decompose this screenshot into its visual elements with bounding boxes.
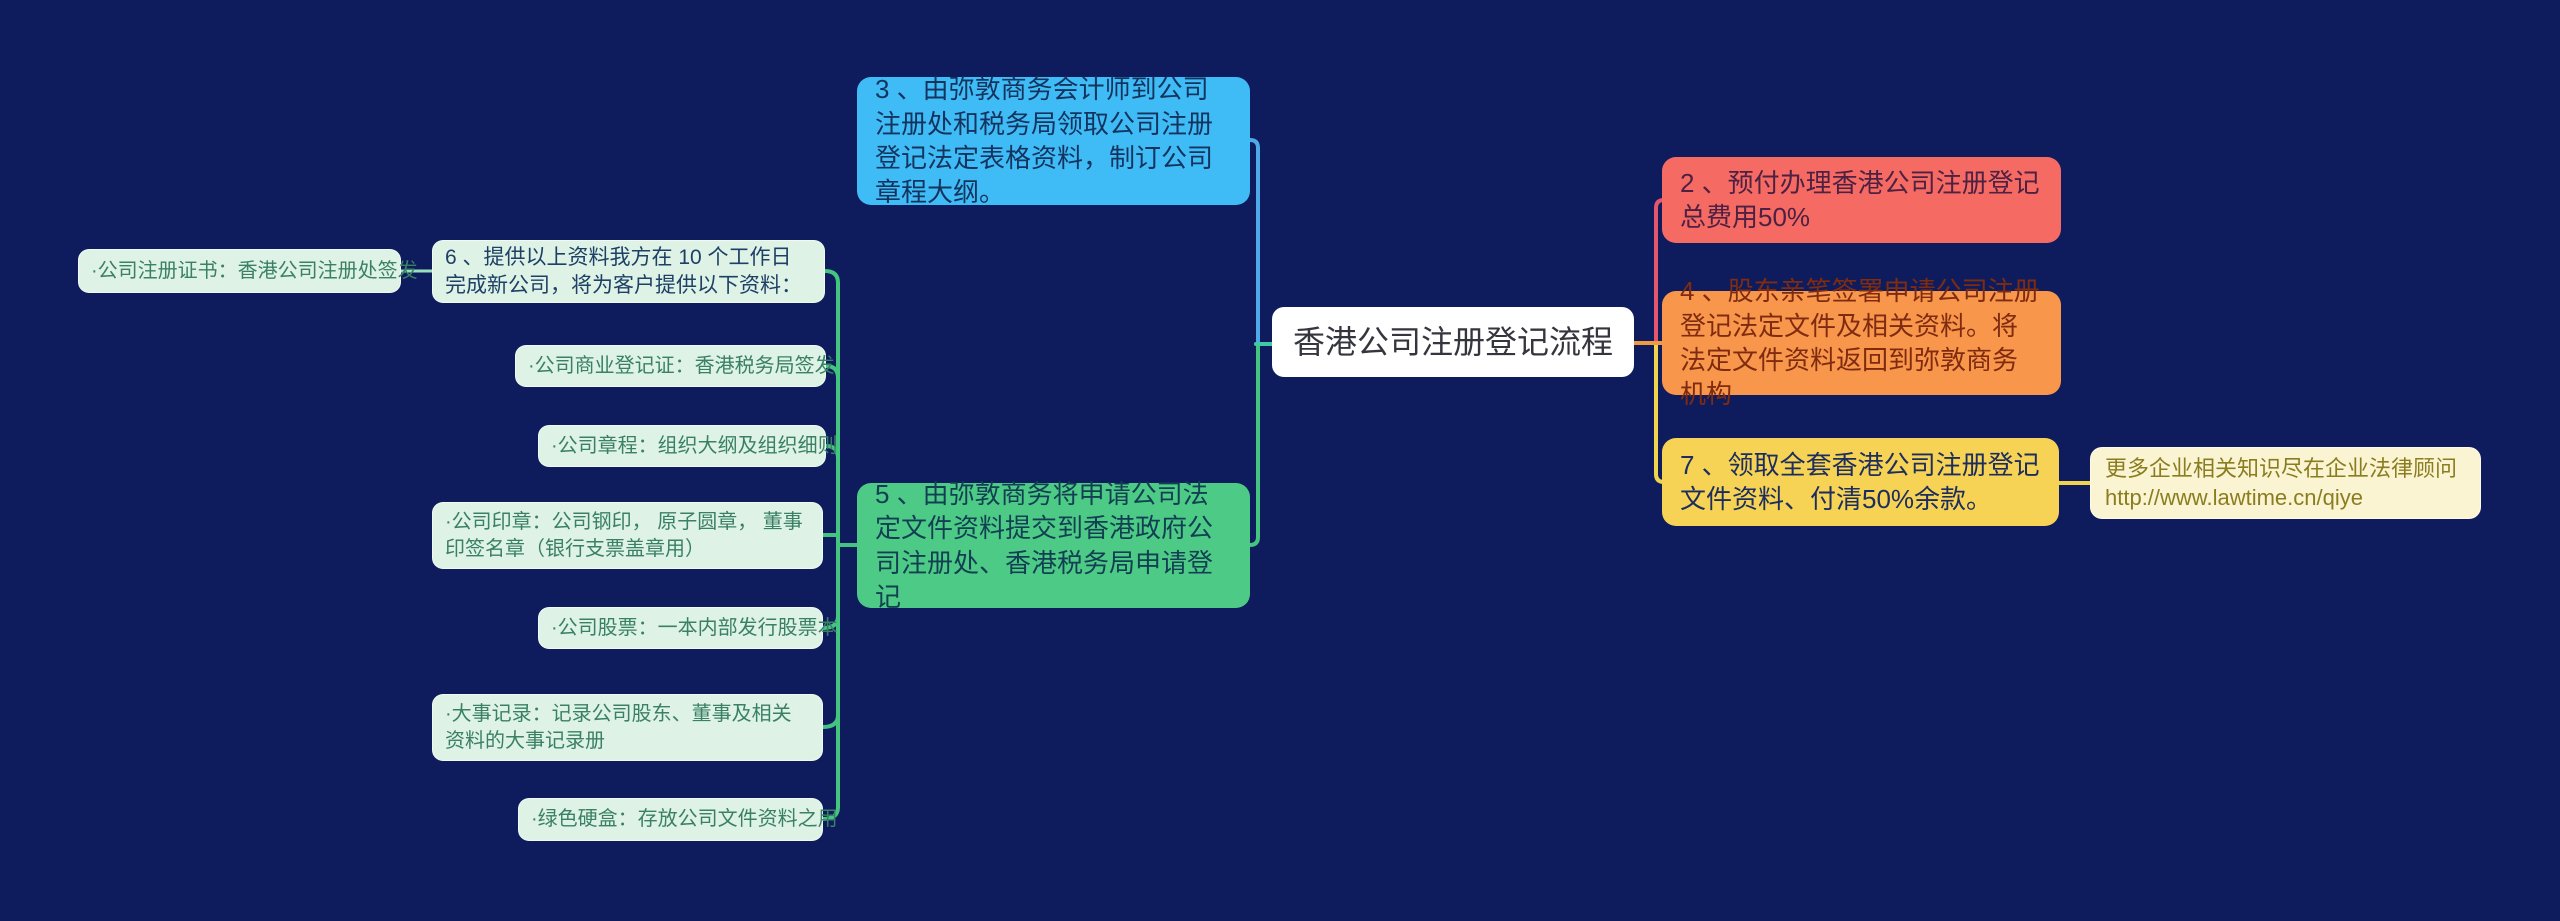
central-topic-node[interactable]: 香港公司注册登记流程 [1272, 307, 1634, 377]
connector-step3-center [1248, 138, 1260, 346]
node-step-6[interactable]: 6 、提供以上资料我方在 10 个工作日完成新公司，将为客户提供以下资料： [432, 240, 825, 303]
node-cert[interactable]: ·公司注册证书：香港公司注册处签发 [78, 249, 418, 293]
node-business-licence[interactable]: ·公司商业登记证：香港税务局签发 [515, 345, 835, 387]
connector-business-licence-elbow [824, 364, 840, 380]
connector-step6-elbow [823, 269, 840, 285]
connector-stock-elbow [821, 614, 840, 630]
connector-step5-center [1248, 342, 1260, 547]
node-record[interactable]: ·大事记录：记录公司股东、董事及相关资料的大事记录册 [432, 694, 823, 761]
node-seal[interactable]: ·公司印章：公司钢印， 原子圆章， 董事印签名章（银行支票盖章用） [432, 502, 823, 569]
connector-green-box-elbow [821, 805, 840, 821]
node-stock[interactable]: ·公司股票：一本内部发行股票本 [538, 607, 838, 649]
node-step-3[interactable]: 3 、由弥敦商务会计师到公司注册处和税务局领取公司注册登记法定表格资料，制订公司… [857, 74, 1250, 207]
node-step-7[interactable]: 7 、领取全套香港公司注册登记文件资料、付清50%余款。 [1662, 438, 2059, 526]
node-promo-link[interactable]: 更多企业相关知识尽在企业法律顾问http://www.lawtime.cn/qi… [2090, 447, 2481, 519]
node-step-5[interactable]: 5 、由弥敦商务将申请公司法定文件资料提交到香港政府公司注册处、香港税务局申请登… [857, 479, 1250, 612]
node-step-2[interactable]: 2 、预付办理香港公司注册登记总费用50% [1662, 157, 2061, 243]
connector-record-elbow [821, 713, 840, 729]
node-green-box[interactable]: ·绿色硬盒：存放公司文件资料之用 [518, 798, 838, 841]
connector-charter-elbow [824, 444, 840, 460]
node-charter[interactable]: ·公司章程：组织大纲及组织细则 [538, 425, 838, 467]
node-step-4[interactable]: 4 、股东亲笔签署申请公司注册登记法定文件及相关资料。将法定文件资料返回到弥敦商… [1662, 276, 2061, 409]
